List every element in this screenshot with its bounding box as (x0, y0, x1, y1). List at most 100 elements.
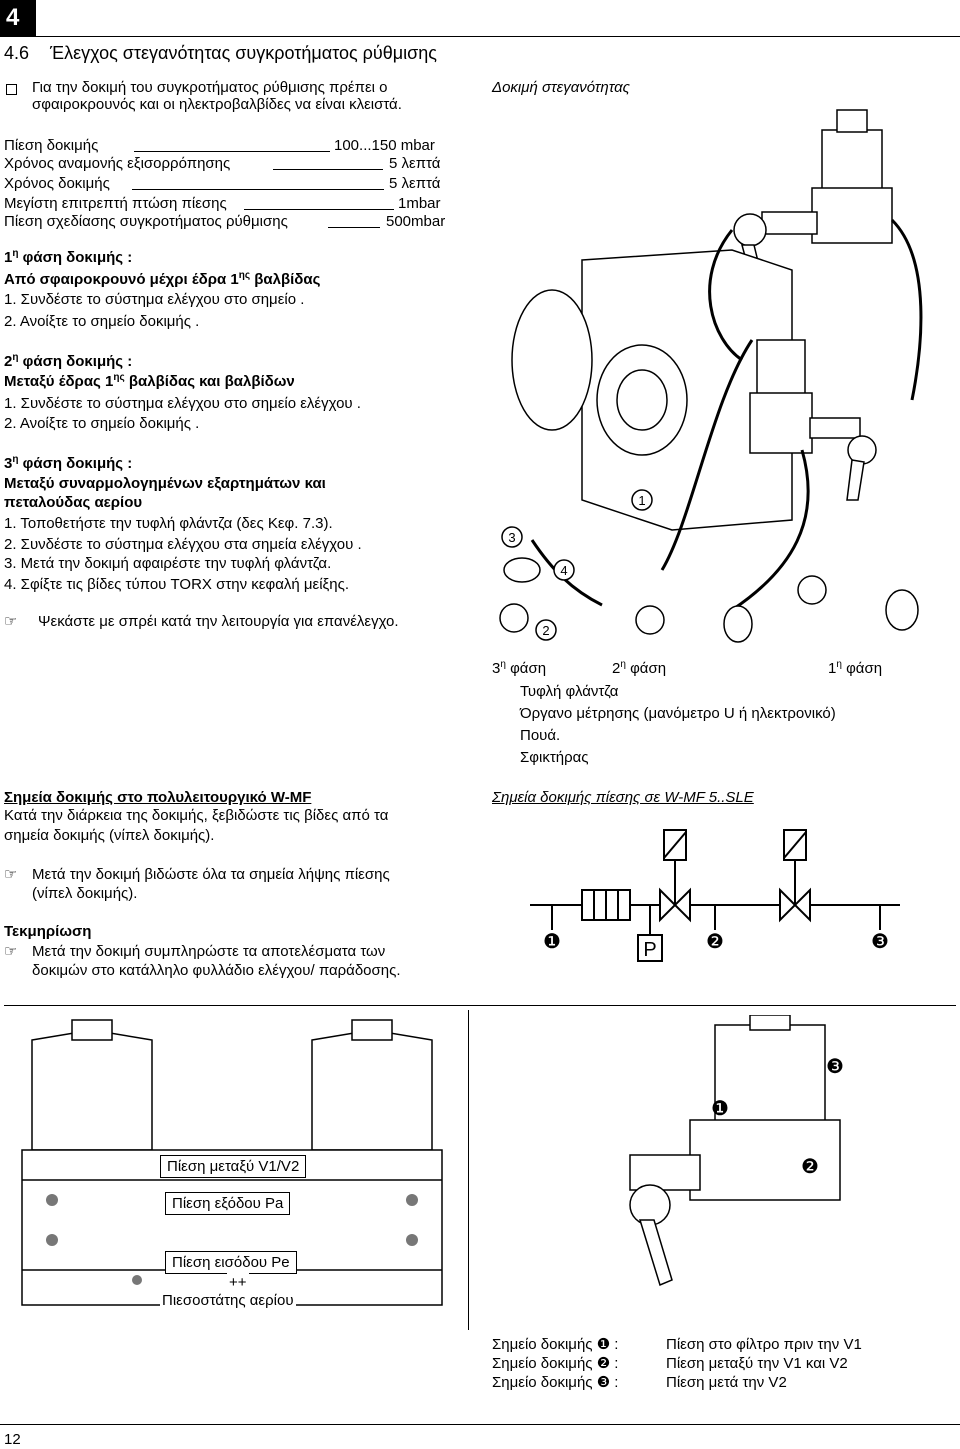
pointing-hand-icon: ☞ (4, 612, 18, 630)
phase3-step: 1. Τοποθετήστε την τυφλή φλάντζα (δες Κε… (4, 515, 333, 532)
phase2-step: 1. Συνδέστε το σύστημα ελέγχου στο σημεί… (4, 395, 361, 412)
legend-item: Όργανο μέτρησης (μανόμετρο U ή ηλεκτρονι… (520, 705, 836, 722)
param-label: Πίεση σχεδίασης συγκροτήματος ρύθμισης (4, 213, 288, 230)
valve-schematic: P ❶ ❷ ❸ (530, 829, 900, 962)
param-leader (132, 189, 384, 190)
legend-phase1: 1η φάση (828, 659, 883, 678)
test-point-3-icon: ❸ (871, 929, 889, 953)
manometer (797, 575, 827, 605)
param-value: 5 λεπτά (389, 175, 441, 192)
legend-item: Σφικτήρας (520, 749, 589, 766)
wmf-text: σημεία δοκιμής (νίπελ δοκιμής). (4, 827, 215, 844)
param-value: 100...150 mbar (334, 137, 435, 154)
param-label: Χρόνος δοκιμής (4, 175, 110, 192)
manometer (499, 603, 529, 633)
chapter-tab: 4 (0, 0, 36, 36)
test-hose (731, 449, 810, 612)
right-coil (311, 1029, 433, 1151)
test-point-1-icon: ❶ (543, 929, 561, 953)
callout-pe: Πίεση εισόδου Pe (165, 1251, 297, 1274)
legend-phase2: 2η φάση (612, 659, 667, 678)
footer-divider (0, 1424, 960, 1425)
callout-v1v2: Πίεση μεταξύ V1/V2 (160, 1155, 307, 1178)
sle-coil (714, 1024, 826, 1126)
wmf-text: Κατά την διάρκεια της δοκιμής, ξεβιδώστε… (4, 807, 389, 824)
test-hose (660, 339, 754, 571)
valve-lever (638, 1219, 673, 1287)
ball-valve (629, 1184, 671, 1226)
callout-pressostat: Πιεσοστάτης αερίου (160, 1291, 296, 1310)
figure-number: 2 (542, 623, 549, 638)
bulb-pump (723, 605, 753, 643)
param-label: Χρόνος αναμονής εξισορρόπησης (4, 155, 231, 172)
sle-title: Σημεία δοκιμής πίεσης σε W-MF 5..SLE (492, 789, 754, 806)
param-leader (134, 151, 330, 152)
phase3-step: 3. Μετά την δοκιμή αφαιρέστε την τυφλή φ… (4, 555, 332, 572)
param-leader (328, 227, 380, 228)
test-point-label: Σημείο δοκιμής ❸ : (492, 1374, 619, 1391)
figure-number: 1 (638, 493, 645, 508)
phase1-title: 1η φάση δοκιμής : (4, 248, 133, 267)
valve-lever (846, 459, 865, 501)
column-divider (468, 1010, 469, 1330)
param-label: Μεγίστη επιτρεπτή πτώση πίεσης (4, 195, 227, 212)
param-value: 1mbar (398, 195, 441, 212)
documentation-text: δοκιμών στο κατάλληλο φυλλάδιο ελέγχου/ … (32, 962, 401, 979)
param-value: 5 λεπτά (389, 155, 441, 172)
test-point-value: Πίεση μετά την V2 (666, 1374, 787, 1391)
sle-valve-drawing: ❶ ❷ ❸ (629, 1015, 844, 1287)
phase3-subtitle: πεταλούδας αερίου (4, 494, 143, 511)
legend-item: Τυφλή φλάντζα (520, 683, 619, 700)
phase1-step: 2. Ανοίξτε το σημείο δοκιμής . (4, 313, 200, 330)
spray-note: Ψεκάστε με σπρέι κατά την λειτουργία για… (38, 613, 399, 630)
test-point-3-icon: ❸ (826, 1054, 844, 1078)
figure-number: 4 (560, 563, 567, 578)
bulb-pump (885, 589, 919, 631)
intro-line-2: σφαιροκρουνός και οι ηλεκτροβαλβίδες να … (32, 96, 402, 113)
ball-valve (733, 213, 767, 247)
intro-line-1: Για την δοκιμή του συγκροτήματος ρύθμιση… (32, 79, 388, 96)
test-point-2-icon: ❷ (706, 929, 724, 953)
checkbox-icon (6, 84, 17, 95)
pressure-switch-box (637, 934, 663, 962)
wmf-note: Μετά την δοκιμή βιδώστε όλα τα σημεία λή… (32, 866, 390, 883)
manometer (635, 605, 665, 635)
legend-item: Πουά. (520, 727, 561, 744)
param-label: Πίεση δοκιμής (4, 137, 99, 154)
valve-cap (836, 109, 868, 133)
param-leader (244, 209, 394, 210)
leak-test-illustration: 1 3 4 2 (499, 109, 923, 643)
pointing-hand-icon: ☞ (4, 865, 18, 883)
documentation-title: Τεκμηρίωση (4, 923, 92, 940)
pointing-hand-icon: ☞ (4, 942, 18, 960)
figure-marker-4 (553, 559, 575, 581)
phase2-title: 2η φάση δοκιμής : (4, 352, 133, 371)
wmf-note: (νίπελ δοκιμής). (32, 885, 138, 902)
test-point-value: Πίεση στο φίλτρο πριν την V1 (666, 1336, 862, 1353)
figure-title: Δοκιμή στεγανότητας (492, 79, 630, 96)
callout-pa: Πίεση εξόδου Pa (165, 1192, 291, 1215)
section-divider (4, 1005, 956, 1006)
test-point-2-icon: ❷ (801, 1154, 819, 1178)
phase3-title: 3η φάση δοκιμής : (4, 454, 133, 473)
figure-marker-1 (631, 489, 653, 511)
left-coil (31, 1029, 153, 1151)
callout-plusplus: ++ (227, 1273, 249, 1292)
phase3-subtitle: Μεταξύ συναρμολογημένων εξαρτημάτων και (4, 475, 326, 492)
phase1-step: 1. Συνδέστε το σύστημα ελέγχου στο σημεί… (4, 291, 305, 308)
inspection-lens (511, 289, 593, 431)
test-point-label: Σημείο δοκιμής ❶ : (492, 1336, 619, 1353)
documentation-text: Μετά την δοκιμή συμπληρώστε τα αποτελέσμ… (32, 943, 386, 960)
valve-coil (756, 339, 806, 396)
bulb-pump (503, 557, 541, 583)
valve-body (811, 187, 893, 244)
sle-body (689, 1119, 841, 1201)
section-title: Έλεγχος στεγανότητας συγκροτήματος ρύθμι… (50, 43, 437, 63)
header-divider (0, 36, 960, 37)
valve-body (749, 392, 813, 454)
test-point-1-icon: ❶ (711, 1096, 729, 1120)
test-hose (708, 229, 743, 362)
figure-number: 3 (508, 530, 515, 545)
ball-valve-pipe (761, 211, 818, 235)
phase3-step: 2. Συνδέστε το σύστημα ελέγχου στα σημεί… (4, 536, 362, 553)
